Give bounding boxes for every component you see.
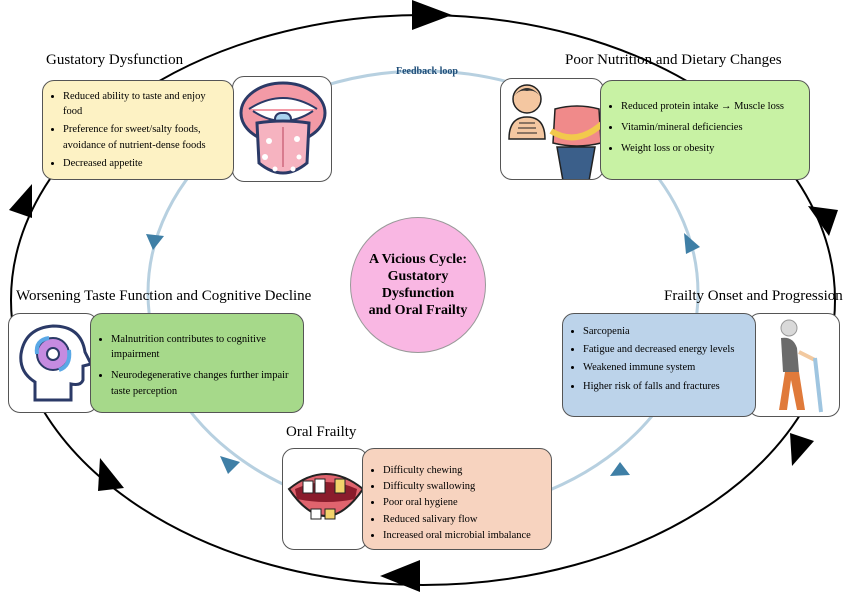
- outer-arrow-top: [412, 0, 452, 30]
- center-title-line-1: A Vicious Cycle:: [369, 251, 467, 267]
- damaged-teeth-icon: [287, 473, 365, 520]
- oral-panel: Difficulty chewing Difficulty swallowing…: [362, 448, 552, 550]
- oral-item-1: Difficulty chewing: [383, 463, 543, 478]
- frailty-panel: Sarcopenia Fatigue and decreased energy …: [562, 313, 756, 417]
- frailty-item-3: Weakened immune system: [583, 360, 747, 375]
- outer-arrow-left-lower: [98, 458, 124, 491]
- inner-arrow-right-upper: [684, 233, 700, 254]
- cognitive-item-1: Malnutrition contributes to cognitive im…: [111, 332, 295, 362]
- nutrition-image-box: [500, 78, 604, 180]
- frailty-item-1: Sarcopenia: [583, 324, 747, 339]
- nutrition-panel: Reduced protein intake → Muscle loss Vit…: [600, 80, 810, 180]
- outer-arrow-right-lower: [790, 433, 814, 466]
- measuring-tape-icon: [549, 105, 603, 179]
- nutrition-item-3: Weight loss or obesity: [621, 141, 801, 156]
- nutrition-item-1: Reduced protein intake → Muscle loss: [621, 99, 801, 114]
- nutrition-title: Poor Nutrition and Dietary Changes: [565, 52, 782, 68]
- oral-image-box: [282, 448, 368, 550]
- inner-arrow-left-upper: [146, 234, 164, 250]
- frailty-item-4: Higher risk of falls and fractures: [583, 379, 747, 394]
- elderly-walker-icon: [779, 319, 823, 413]
- gustatory-panel: Reduced ability to taste and enjoy food …: [42, 80, 234, 180]
- tongue-icon: [239, 81, 327, 175]
- oral-item-5: Increased oral microbial imbalance: [383, 528, 543, 543]
- frailty-title: Frailty Onset and Progression: [664, 288, 843, 304]
- oral-item-4: Reduced salivary flow: [383, 512, 543, 527]
- gustatory-title: Gustatory Dysfunction: [46, 52, 184, 68]
- center-title-line-2: Gustatory Dysfunction: [381, 268, 455, 301]
- gustatory-image-box: [232, 76, 332, 182]
- cognitive-item-2: Neurodegenerative changes further impair…: [111, 368, 295, 398]
- feedback-loop-label: Feedback loop: [396, 66, 458, 77]
- outer-arrow-left-upper: [9, 184, 32, 218]
- outer-arrow-right-upper: [808, 206, 838, 236]
- thin-person-icon: [508, 84, 546, 140]
- cognitive-panel: Malnutrition contributes to cognitive im…: [90, 313, 304, 413]
- cognitive-title: Worsening Taste Function and Cognitive D…: [16, 288, 312, 304]
- frailty-item-2: Fatigue and decreased energy levels: [583, 342, 747, 357]
- oral-title: Oral Frailty: [286, 424, 357, 440]
- gustatory-item-3: Decreased appetite: [63, 156, 225, 171]
- center-circle: A Vicious Cycle: Gustatory Dysfunction a…: [350, 217, 486, 353]
- gustatory-item-1: Reduced ability to taste and enjoy food: [63, 89, 225, 119]
- frailty-image-box: [748, 313, 840, 417]
- oral-item-2: Difficulty swallowing: [383, 479, 543, 494]
- outer-arrow-bottom: [380, 560, 420, 592]
- inner-arrow-right-lower: [610, 462, 630, 476]
- nutrition-item-2: Vitamin/mineral deficiencies: [621, 120, 801, 135]
- center-title-line-3: and Oral Frailty: [368, 303, 468, 319]
- inner-arrow-left-lower: [220, 456, 240, 474]
- cognitive-image-box: [8, 313, 98, 413]
- oral-item-3: Poor oral hygiene: [383, 495, 543, 510]
- brain-gear-icon: [19, 324, 94, 402]
- gustatory-item-2: Preference for sweet/salty foods, avoida…: [63, 122, 225, 152]
